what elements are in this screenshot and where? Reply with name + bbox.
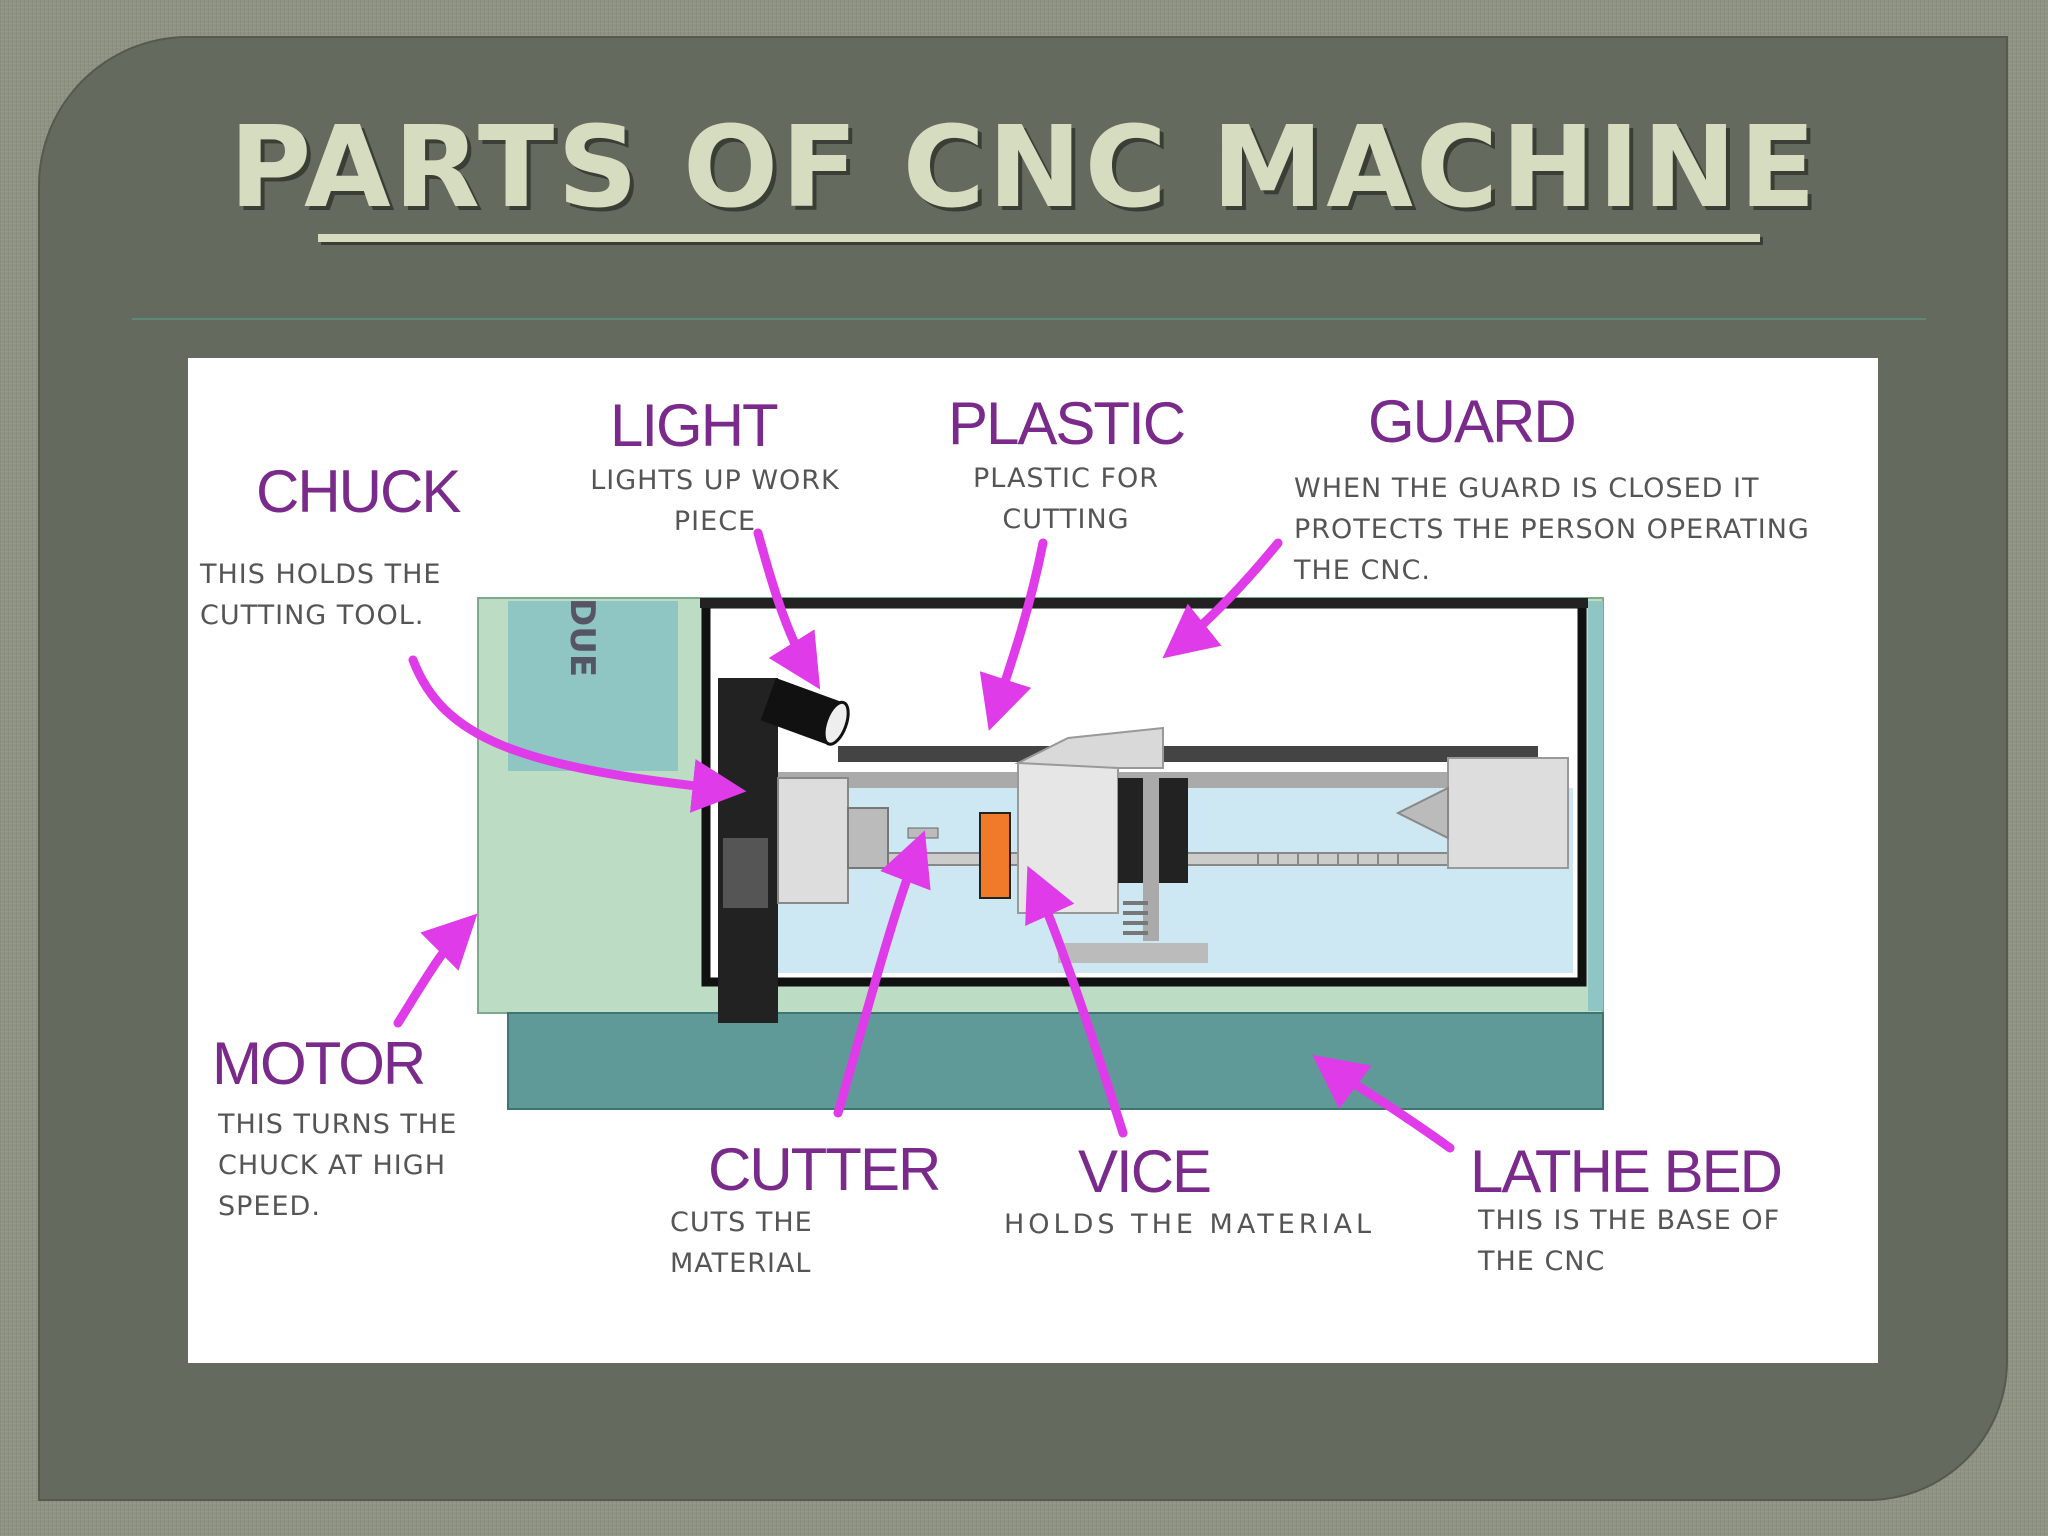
lathe-bed-arrow (1312, 1054, 1455, 1153)
light-description: LIGHTS UP WORK PIECE (590, 465, 840, 537)
plastic-description: PLASTIC FOR CUTTING (973, 463, 1159, 535)
guard-label: GUARD (1368, 388, 1577, 455)
chuck-description: THIS HOLDS THE CUTTING TOOL. (200, 559, 442, 631)
guard-arrow (1162, 538, 1283, 659)
vice-post (1143, 776, 1159, 941)
lathe-bed-description: THIS IS THE BASE OF THE CNC (1478, 1205, 1781, 1277)
back-rail (838, 746, 1538, 762)
plastic-workpiece (979, 812, 1011, 899)
tailstock-centre (1395, 786, 1449, 840)
guard-top-rail (700, 598, 1588, 608)
plastic-arrow (979, 538, 1048, 731)
motor-block (723, 838, 768, 908)
motor-arrow (393, 913, 478, 1028)
lathe-bed-label: LATHE BED (1470, 1138, 1783, 1205)
chuck-body (777, 777, 849, 904)
machine-brand: DUE (562, 598, 602, 677)
cutter-description: CUTS THE MATERIAL (670, 1207, 813, 1279)
slide-title: PARTS OF CNC MACHINE (229, 103, 1819, 233)
motor-label: MOTOR (212, 1030, 426, 1097)
cutter-label: CUTTER (708, 1136, 941, 1203)
machine-right-strip (1588, 601, 1603, 1011)
lathe-bed-base (507, 1012, 1604, 1110)
vice-description: HOLDS THE MATERIAL (1004, 1209, 1376, 1240)
vice-body (1017, 762, 1119, 914)
vice-top (1014, 726, 1164, 769)
light-label: LIGHT (610, 392, 779, 459)
vice-foot (1058, 943, 1208, 963)
divider-line (132, 318, 1926, 320)
plastic-label: PLASTIC (948, 390, 1186, 457)
cnc-diagram: DUE (188, 358, 1878, 1363)
cnc-machine-illustration: DUE (393, 528, 1604, 1153)
light-arrow (753, 528, 821, 690)
chuck-arrow (408, 655, 747, 813)
cutter-tool (907, 827, 939, 839)
chuck-label: CHUCK (256, 458, 461, 525)
guard-description: WHEN THE GUARD IS CLOSED IT PROTECTS THE… (1294, 473, 1810, 586)
vice-arrow (1025, 865, 1128, 1138)
chuck-jaw (847, 807, 889, 869)
cutter-arrow (833, 830, 931, 1118)
machine-side-panel (508, 601, 678, 771)
tailstock (1447, 757, 1569, 869)
vice-label: VICE (1078, 1138, 1212, 1205)
motor-description: THIS TURNS THE CHUCK AT HIGH SPEED. (218, 1109, 458, 1222)
title-underline (318, 234, 1760, 242)
work-light (760, 678, 850, 746)
